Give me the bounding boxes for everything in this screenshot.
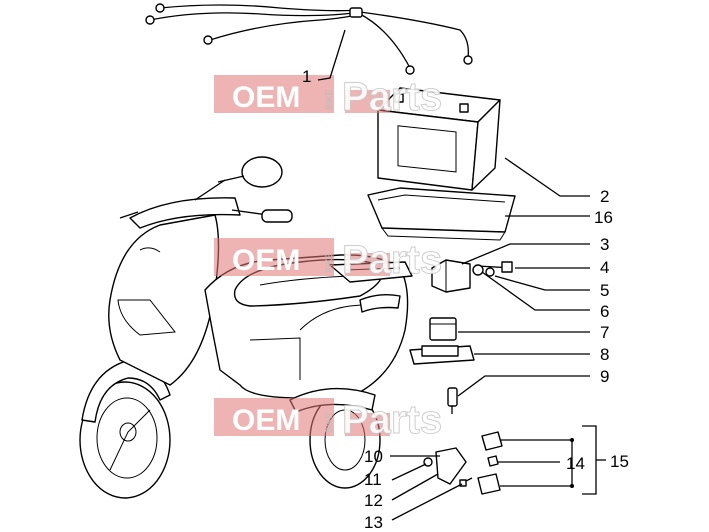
callout-13: 13	[364, 513, 383, 532]
mounting-hardware	[423, 447, 473, 487]
scooter-illustration	[79, 156, 413, 499]
svg-text:BIKE: BIKE	[324, 252, 334, 273]
callout-11: 11	[364, 470, 382, 489]
callout-8: 8	[600, 345, 609, 364]
callout-10: 10	[364, 447, 383, 466]
battery-tray	[367, 187, 516, 241]
svg-text:Parts: Parts	[342, 398, 442, 442]
callout-2: 2	[600, 187, 609, 206]
relay	[429, 317, 457, 341]
callout-6: 6	[600, 302, 609, 321]
callout-12: 12	[364, 491, 383, 510]
callout-numbers: 1 2 16 3 4 5 6 7 8 9 10 11 12 13 14 15	[302, 67, 629, 532]
callout-16: 16	[594, 208, 613, 227]
svg-text:BIKE: BIKE	[324, 412, 334, 433]
callout-15: 15	[610, 452, 629, 471]
svg-text:Parts: Parts	[342, 238, 442, 282]
leader-lines	[317, 29, 606, 521]
callout-9: 9	[600, 367, 609, 386]
svg-text:OEM: OEM	[232, 244, 300, 277]
watermark-bottom: OEM BIKE Parts	[214, 398, 443, 443]
battery	[377, 87, 501, 191]
connectors	[477, 431, 503, 495]
callout-14: 14	[566, 454, 585, 473]
callout-3: 3	[600, 235, 609, 254]
callout-4: 4	[600, 258, 609, 277]
watermark-top: OEM BIKE Parts	[214, 75, 443, 120]
svg-text:OEM: OEM	[232, 404, 300, 437]
callout-5: 5	[600, 281, 609, 300]
bolt-washer-nut	[472, 261, 513, 277]
svg-text:OEM: OEM	[232, 81, 300, 114]
callout-1: 1	[302, 67, 311, 86]
wiring-harness	[145, 3, 473, 75]
svg-text:Parts: Parts	[342, 75, 442, 119]
fuse	[447, 387, 458, 414]
svg-text:BIKE: BIKE	[324, 89, 334, 110]
fuse-box	[409, 345, 475, 365]
watermark-middle: OEM BIKE Parts	[214, 238, 443, 283]
voltage-regulator	[431, 259, 471, 293]
callout-7: 7	[600, 323, 609, 342]
